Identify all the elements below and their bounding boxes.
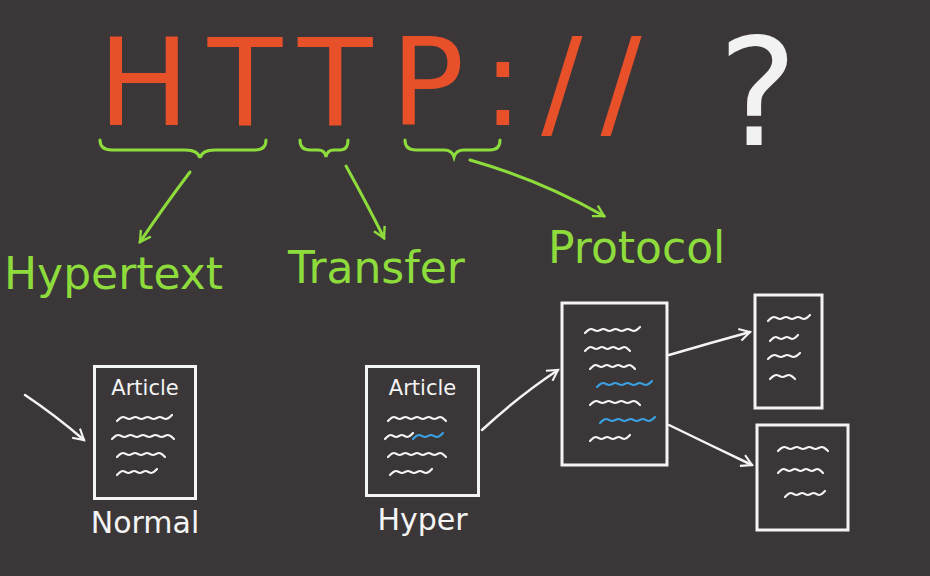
squiggle <box>585 327 640 333</box>
squiggle <box>590 401 640 405</box>
squiggle <box>770 335 798 341</box>
squiggle <box>770 375 795 379</box>
arrow <box>669 332 750 355</box>
arrow <box>482 370 558 430</box>
term-label: Hypertext <box>4 252 223 296</box>
squiggle <box>117 469 157 475</box>
squiggle <box>413 433 443 439</box>
squiggle <box>768 353 800 359</box>
squiggle <box>778 469 823 473</box>
squiggle <box>600 417 655 423</box>
pointer-arrows <box>140 160 604 242</box>
linked-pages <box>562 295 848 530</box>
page-box <box>757 425 848 530</box>
question-mark: ? <box>718 18 798 168</box>
box-caption: Hyper <box>377 502 467 537</box>
arrow <box>25 395 84 440</box>
arrow <box>346 166 384 238</box>
squiggle <box>388 453 446 457</box>
title: HTTP:// <box>98 22 660 144</box>
page-box <box>755 295 822 408</box>
squiggle <box>385 433 413 439</box>
squiggle <box>768 315 810 321</box>
article-box: ArticleHyper <box>365 365 480 497</box>
squiggle <box>390 469 432 475</box>
text-lines <box>112 315 828 497</box>
arrow <box>140 172 190 242</box>
article-box: ArticleNormal <box>93 365 197 500</box>
squiggle <box>117 453 165 457</box>
squiggle <box>778 447 828 451</box>
term-label: Protocol <box>548 226 725 270</box>
squiggle <box>585 347 630 351</box>
box-heading: Article <box>368 368 477 400</box>
page-box <box>562 303 667 465</box>
box-caption: Normal <box>91 505 200 540</box>
squiggle <box>590 435 630 441</box>
squiggle <box>590 365 635 369</box>
link-arrows <box>25 332 752 465</box>
arrow <box>470 160 604 216</box>
box-heading: Article <box>96 368 194 400</box>
arrow <box>669 425 752 465</box>
squiggle <box>388 417 446 421</box>
squiggle <box>112 435 174 439</box>
squiggle <box>785 491 825 497</box>
squiggle <box>117 415 172 421</box>
term-label: Transfer <box>288 246 465 290</box>
squiggle <box>597 381 652 387</box>
